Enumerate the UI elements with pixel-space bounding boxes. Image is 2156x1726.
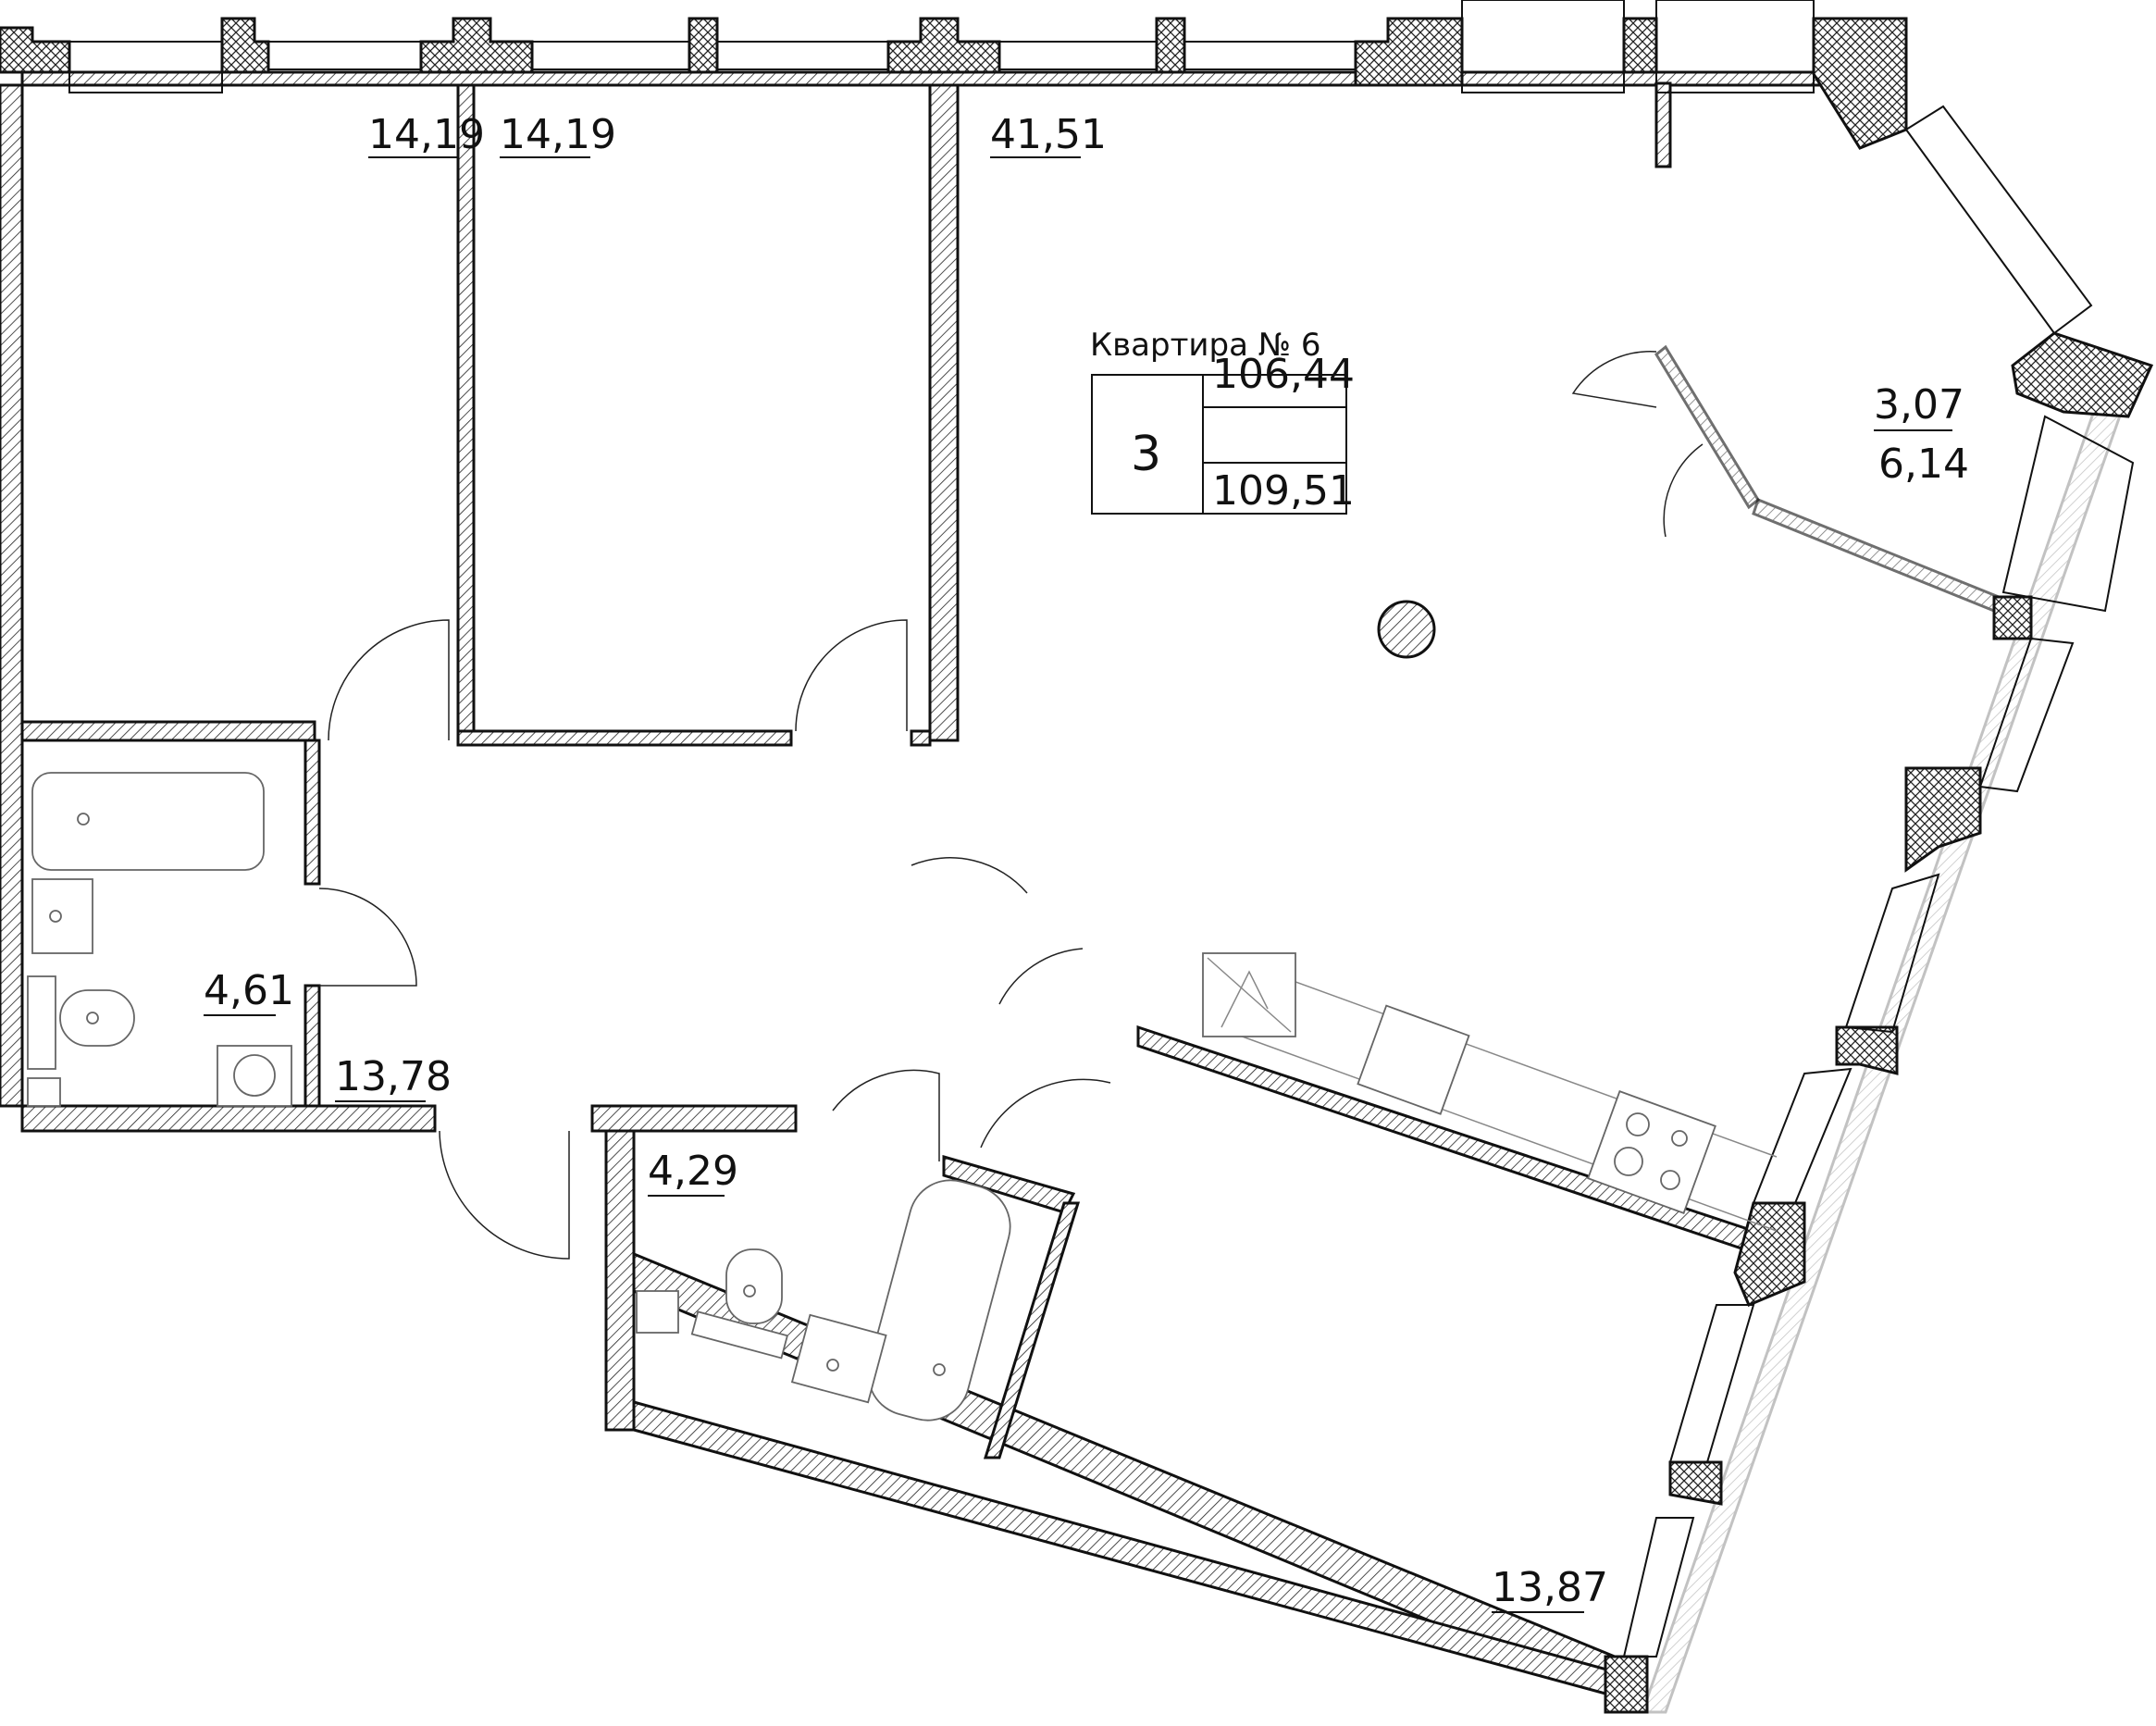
area-bathroom-right: 4,29	[648, 1148, 738, 1195]
area-living-kitchen: 41,51	[990, 111, 1107, 158]
doors	[318, 351, 1704, 1260]
apartment-title: Квартира № 6	[1090, 327, 1321, 364]
area-bedroom-left: 14,19	[368, 111, 485, 158]
rooms-count: 3	[1131, 427, 1161, 482]
area-bathroom-left: 4,61	[204, 967, 294, 1014]
area-hallway: 13,78	[335, 1053, 452, 1100]
area-bedroom-bottom: 13,87	[1492, 1564, 1608, 1611]
bathroom-left-fixtures	[27, 772, 292, 1107]
area-total: 109,51	[1212, 467, 1355, 515]
kitchen-counter	[1202, 952, 1778, 1232]
round-column	[1377, 600, 1436, 659]
area-balcony: 3,07	[1874, 381, 1964, 428]
windows	[68, 0, 2135, 1658]
area-bedroom-middle: 14,19	[500, 111, 616, 158]
walls	[0, 70, 2140, 1714]
area-living: 106,44	[1212, 351, 1355, 398]
apartment-info-box: Квартира № 6 3 106,44 109,51	[1090, 327, 1355, 515]
area-balcony-full: 6,14	[1878, 441, 1969, 488]
room-labels: 14,19 14,19 41,51 3,07 6,14 4,61 13,78 4…	[204, 111, 1969, 1613]
bathroom-right-fixtures	[636, 1179, 1011, 1422]
